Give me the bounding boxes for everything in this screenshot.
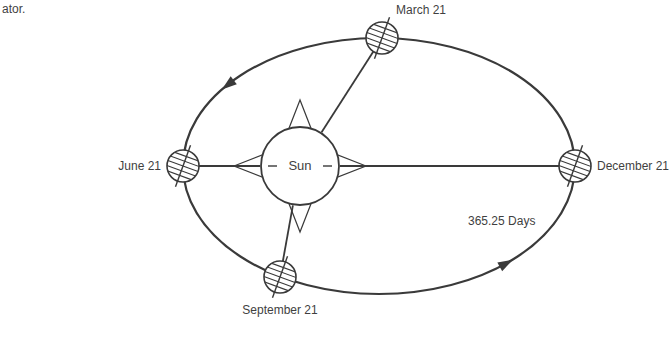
date-label: June 21: [118, 159, 161, 173]
orbit-arrowhead: [497, 255, 515, 271]
earth-axis: [567, 145, 582, 186]
earth-globe: June 21: [167, 150, 199, 182]
sun-dash: [268, 165, 277, 166]
orbit-ellipse: [183, 38, 575, 294]
sun-earth-line: [283, 205, 293, 261]
date-label: March 21: [396, 3, 446, 17]
sun-earth-line: [340, 165, 559, 167]
date-label: September 21: [242, 303, 317, 317]
sun-earth-line: [322, 51, 374, 132]
earth-axis: [272, 256, 287, 297]
earth-axis: [175, 145, 190, 186]
earth-globe: September 21: [264, 261, 296, 293]
cut-caption: ator.: [2, 2, 25, 16]
sun-earth-line: [199, 165, 260, 167]
globe-outline: [559, 150, 591, 182]
earth-globe: March 21: [366, 22, 398, 54]
earth-axis: [374, 17, 389, 58]
globe-outline: [167, 150, 199, 182]
period-label: 365.25 Days: [468, 214, 535, 228]
earth-globe: December 21: [559, 150, 591, 182]
globe-outline: [366, 22, 398, 54]
orbit-arrowhead: [219, 76, 237, 93]
sun-label: Sun: [288, 158, 311, 174]
globe-outline: [264, 261, 296, 293]
sun-disc: [261, 127, 339, 205]
sun-dash: [323, 165, 332, 166]
date-label: December 21: [597, 159, 669, 173]
sun-circle: Sun: [260, 126, 340, 206]
